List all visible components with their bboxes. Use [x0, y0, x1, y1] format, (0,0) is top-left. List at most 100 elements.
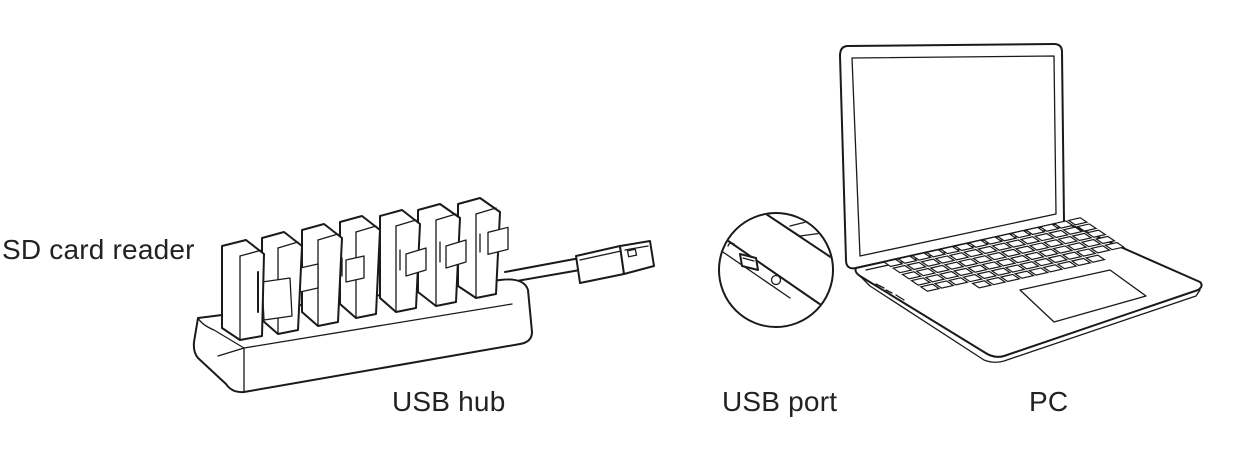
keyboard-key: [991, 242, 1013, 251]
keyboard-key: [905, 261, 928, 271]
keyboard-key: [1062, 226, 1084, 235]
keyboard-key: [1047, 229, 1070, 239]
usb-hub-base: [192, 278, 533, 394]
keyboard-key: [943, 261, 965, 270]
sd-card-reader-label: SD card reader: [2, 234, 195, 265]
keyboard-key: [1000, 248, 1022, 258]
keyboard-key: [971, 280, 993, 289]
keyboard-key: [948, 252, 970, 261]
keyboard-key: [910, 277, 932, 286]
keyboard-key: [1067, 217, 1089, 226]
keyboard-key: [1024, 226, 1046, 236]
card-reader-4: [339, 215, 381, 319]
card-reader-2: [261, 231, 303, 335]
keyboard-key: [947, 277, 969, 286]
keyboard-key: [1056, 260, 1078, 270]
laptop-trackpad: [1019, 269, 1147, 323]
keyboard-key: [939, 245, 961, 255]
keyboard-key: [1084, 254, 1106, 263]
keyboard-key: [896, 255, 918, 264]
keyboard-key: [1028, 242, 1050, 251]
keyboard-key: [952, 267, 974, 277]
keyboard-key: [1052, 245, 1074, 254]
keyboard-key: [981, 236, 1004, 245]
keyboard-key: [1009, 254, 1031, 264]
keyboard-key: [981, 261, 1003, 270]
keyboard-key: [966, 264, 989, 273]
keyboard-key: [910, 252, 933, 261]
keyboard-key: [1027, 267, 1050, 276]
keyboard-key: [938, 270, 960, 280]
keyboard-key: [1075, 248, 1097, 257]
keyboard-key: [1014, 245, 1036, 254]
usb-port-label: USB port: [722, 386, 838, 417]
keyboard-key: [1094, 235, 1116, 245]
keyboard-key: [1033, 232, 1055, 242]
keyboard-key: [1010, 229, 1032, 239]
keyboard-key: [999, 273, 1021, 283]
keyboard-key: [1089, 245, 1111, 254]
keyboard-key: [1057, 235, 1079, 245]
keyboard-key: [995, 258, 1017, 267]
keyboard-key: [971, 255, 994, 264]
keyboard-key: [1066, 242, 1088, 251]
audio-jack: [770, 274, 782, 286]
keyboard-key: [1013, 270, 1035, 279]
keyboard-key: [1103, 241, 1126, 251]
keyboard-key: [961, 273, 984, 283]
keyboard-key: [1047, 254, 1069, 264]
keyboard-key: [1070, 257, 1092, 267]
usb-port-zoom: [718, 212, 834, 328]
keyboard-key: [1023, 251, 1045, 261]
keyboard-key: [976, 245, 999, 255]
pc-label: PC: [1029, 386, 1069, 417]
keyboard-key: [929, 264, 951, 274]
keyboard-key: [976, 270, 998, 280]
keyboard-key: [990, 267, 1012, 276]
keyboard-key: [1085, 229, 1107, 238]
keyboard-key: [1019, 236, 1041, 245]
card-reader-3: [295, 223, 343, 327]
keyboard-key: [933, 280, 955, 289]
keyboard-key: [967, 239, 989, 248]
keyboard-key: [1032, 257, 1055, 267]
keyboard-key: [985, 276, 1007, 286]
keyboard-key: [1052, 220, 1075, 229]
usb-plug: [575, 240, 655, 284]
keyboard-key: [1004, 264, 1026, 273]
keyboard-key: [957, 258, 979, 267]
usb-hub-label: USB hub: [392, 386, 506, 417]
keyboard-key: [1071, 232, 1093, 242]
keyboard-key: [1018, 261, 1040, 270]
keyboard-key: [996, 233, 1018, 242]
card-reader-6: [417, 203, 467, 307]
keyboard-key: [1042, 239, 1065, 248]
keyboard-key: [1076, 223, 1098, 232]
card-reader-1: [221, 239, 265, 341]
keyboard-key: [934, 255, 956, 264]
keyboard-key: [924, 274, 946, 283]
keyboard-key: [925, 249, 947, 258]
keyboard-key: [919, 283, 941, 292]
keyboard-key: [1042, 264, 1064, 273]
keyboard-key: [1080, 238, 1102, 248]
keyboard-key: [1005, 239, 1027, 248]
keyboard-key: [882, 258, 904, 268]
keyboard-key: [1037, 248, 1060, 257]
laptop-illustration: [839, 43, 1203, 363]
usb-hub-cable: [504, 257, 581, 273]
laptop-screen: [839, 43, 1065, 270]
keyboard-key: [915, 267, 937, 277]
card-reader-5: [379, 209, 427, 313]
laptop-keyboard: [882, 217, 1126, 292]
keyboard-key: [1061, 251, 1083, 260]
card-reader-7: [457, 197, 509, 299]
keyboard-key: [1038, 223, 1060, 232]
keyboard-key: [900, 271, 923, 280]
keyboard-key: [962, 248, 984, 258]
usb-hub-illustration: [192, 197, 655, 394]
keyboard-key: [953, 242, 975, 252]
usb-port-slot: [739, 253, 759, 271]
